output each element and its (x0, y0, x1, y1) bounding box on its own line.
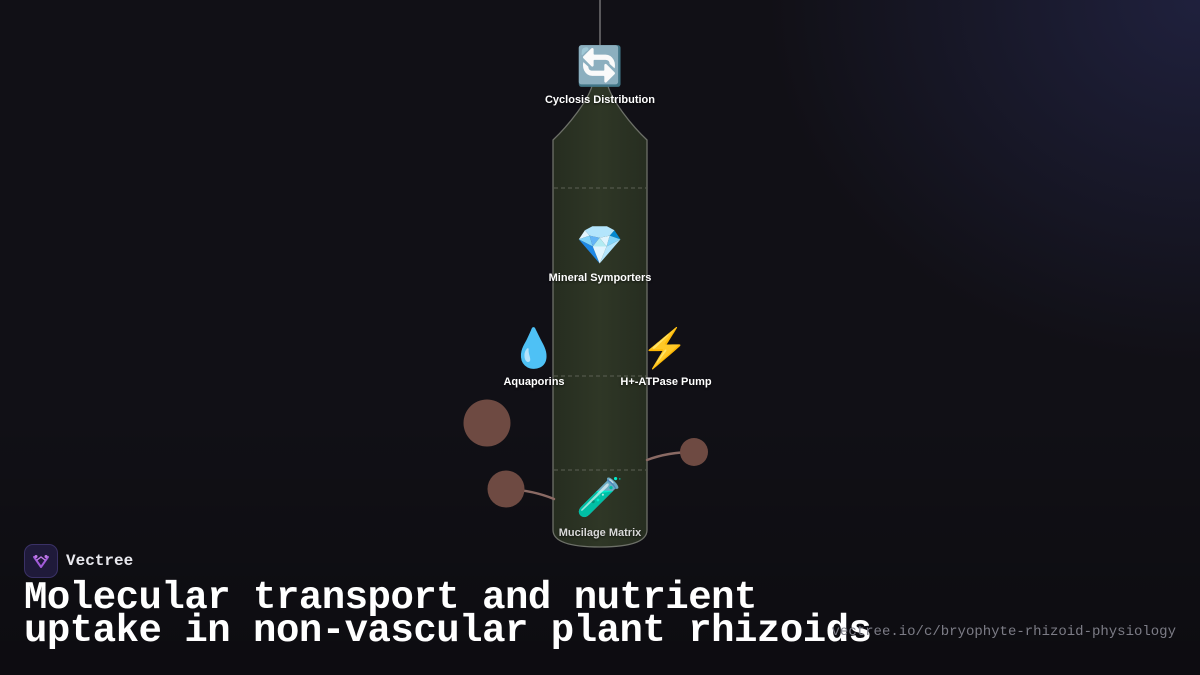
rhizoid-body (552, 85, 648, 548)
cyclosis-distribution-label: Cyclosis Distribution (544, 94, 656, 106)
brand-name: Vectree (66, 552, 134, 570)
lightning-icon: ⚡ (641, 328, 689, 370)
title-line-1: Molecular transport and nutrient (24, 576, 757, 620)
h-atpase-pump-label: H+-ATPase Pump (620, 376, 712, 388)
arrows-cycle-icon: 🔄 (576, 46, 624, 88)
aquaporins-label: Aquaporins (503, 376, 565, 388)
soil-particle (680, 438, 708, 466)
page-title: Molecular transport and nutrient uptake … (24, 576, 872, 653)
mucilage-matrix-label: Mucilage Matrix (558, 527, 642, 539)
vectree-logo-icon (24, 544, 58, 578)
brand[interactable]: Vectree (24, 544, 133, 578)
soil-particle (487, 470, 525, 508)
soil-particle (463, 399, 511, 447)
test-tube-icon: 🧪 (576, 477, 624, 519)
water-droplet-icon: 💧 (510, 328, 558, 370)
title-line-2: uptake in non-vascular plant rhizoids (24, 609, 872, 653)
source-url[interactable]: vectree.io/c/bryophyte-rhizoid-physiolog… (831, 624, 1176, 640)
gem-icon: 💎 (576, 225, 624, 267)
mineral-symporters-label: Mineral Symporters (548, 272, 652, 284)
